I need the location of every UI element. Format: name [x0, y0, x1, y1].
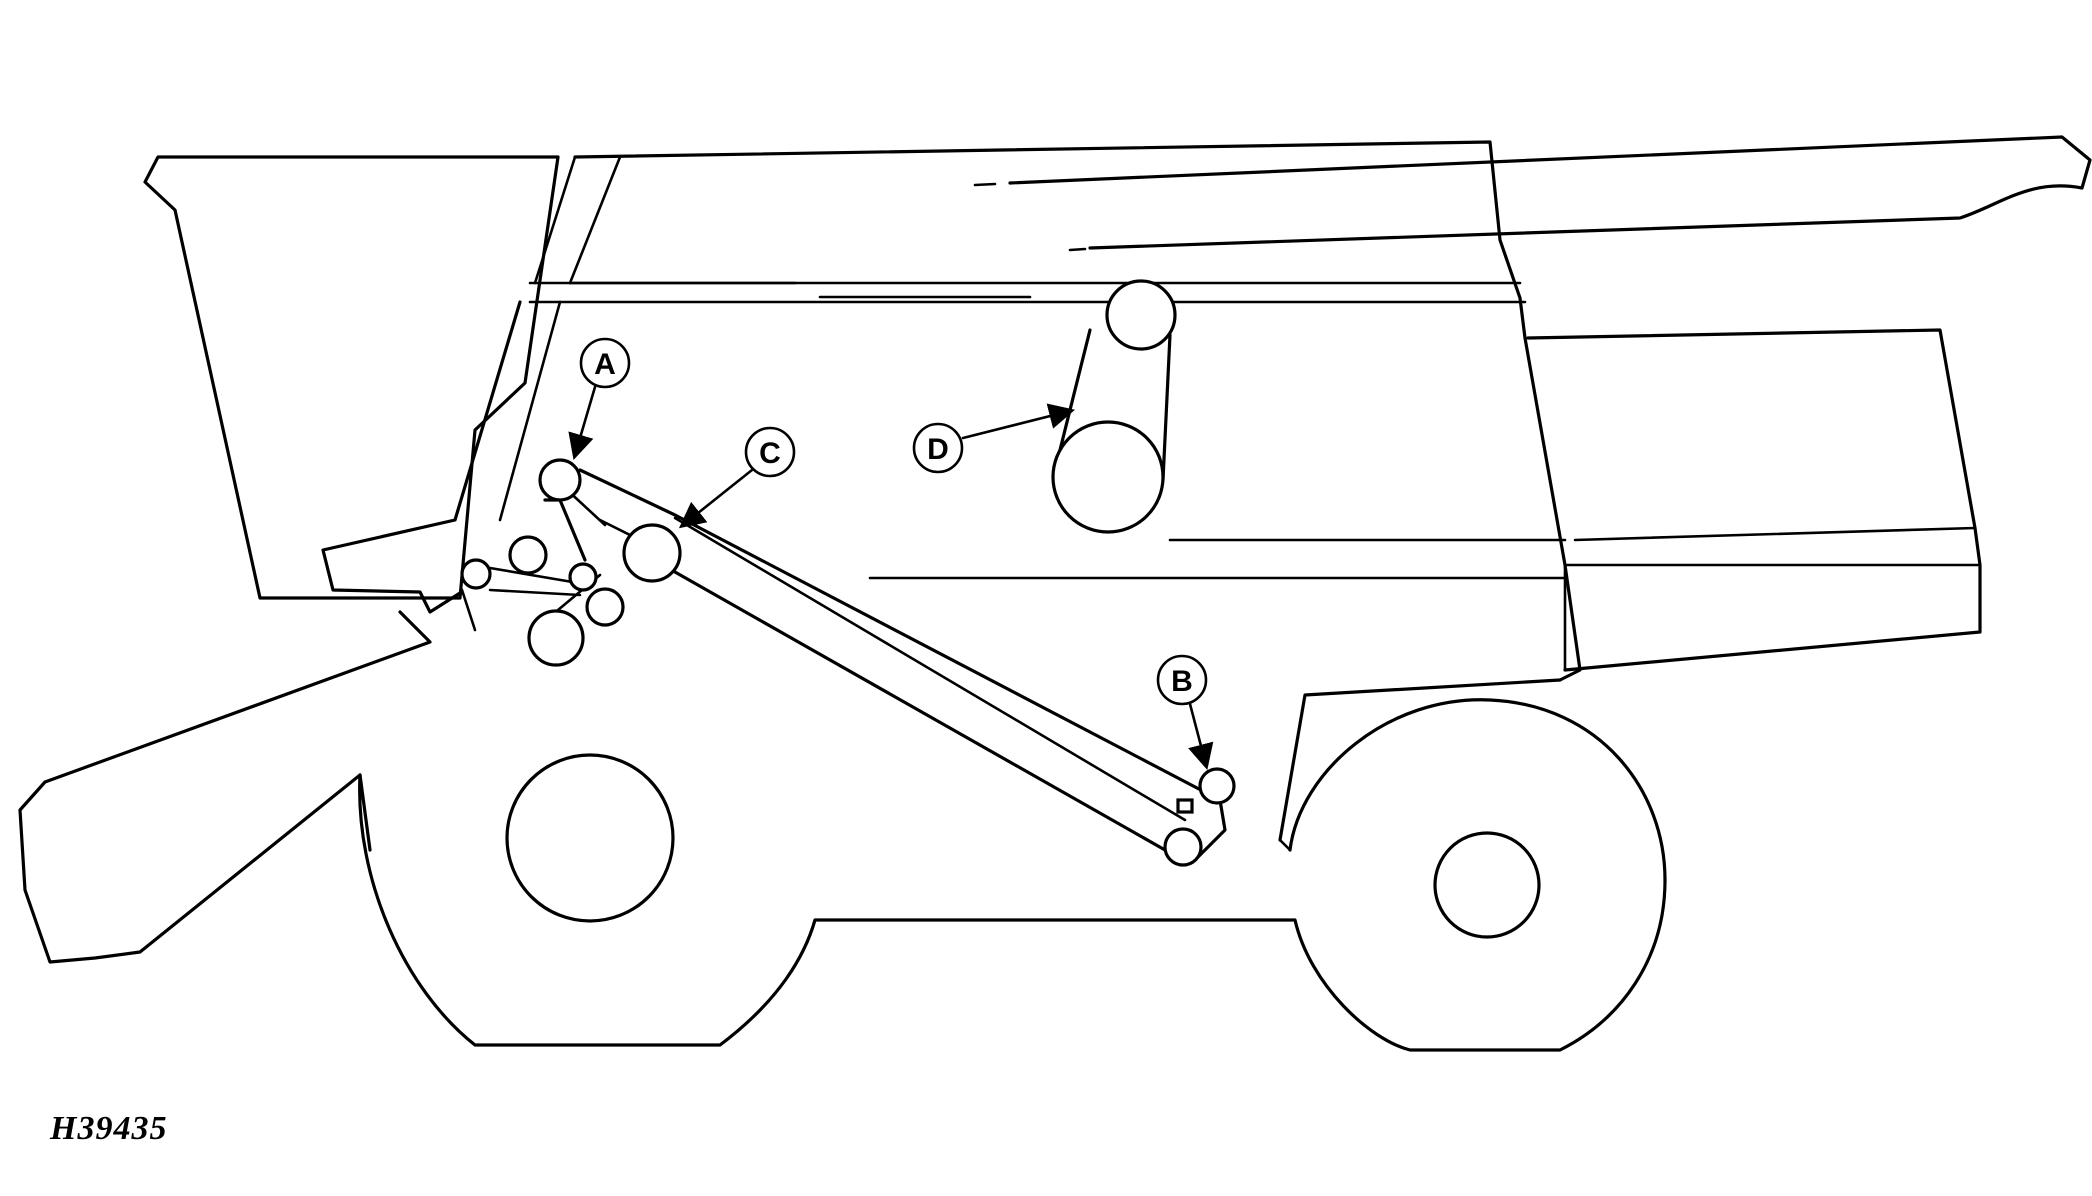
callout-c: C	[678, 426, 796, 529]
rear-wheel	[1288, 698, 1667, 939]
grain-tank	[143, 155, 560, 600]
pulley-cluster	[460, 458, 682, 667]
unloading-auger	[973, 135, 2092, 252]
body-upper	[528, 140, 1582, 682]
callout-c-label: C	[759, 437, 781, 470]
callout-b-label: B	[1171, 665, 1193, 698]
platform	[321, 300, 562, 614]
callout-d: D	[912, 403, 1076, 474]
callout-d-label: D	[927, 433, 949, 466]
chassis	[358, 678, 1667, 1052]
callout-a-label: A	[594, 348, 616, 381]
feeder-house	[18, 588, 477, 964]
engine-shield	[868, 328, 1982, 672]
front-wheel	[505, 753, 675, 923]
figure-id: H39435	[50, 1110, 168, 1147]
pulley-d-lower	[1051, 420, 1165, 534]
pulley-b	[1198, 767, 1236, 805]
callout-a: A	[568, 337, 631, 460]
pulley-d-upper	[1105, 279, 1177, 351]
pulley-b-group	[1163, 767, 1236, 867]
belt-d	[1051, 279, 1177, 534]
pulley-c	[622, 523, 682, 583]
pulley-a	[538, 458, 582, 502]
callout-b: B	[1156, 654, 1214, 771]
